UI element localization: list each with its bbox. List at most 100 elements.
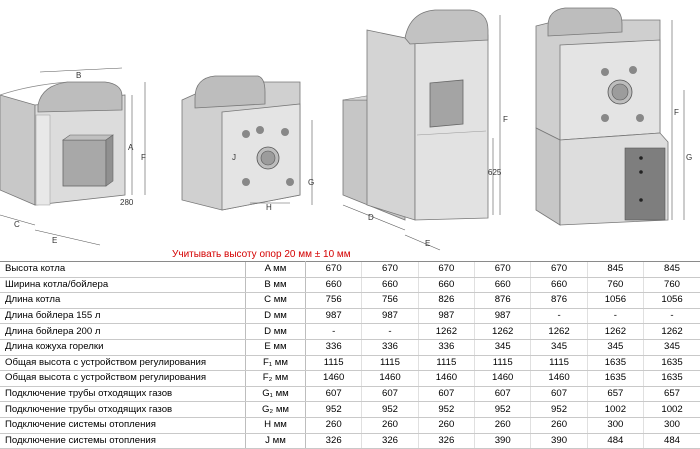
value-cell: 760 <box>643 277 700 294</box>
value-cell: - <box>530 308 588 325</box>
row-label: Ширина котла/бойлера <box>0 277 246 294</box>
dim-label-f4: F <box>674 108 679 117</box>
value-cell: 1115 <box>361 355 419 372</box>
value-cell: 1460 <box>361 370 419 387</box>
value-cell: 1056 <box>586 292 644 309</box>
value-cell: 660 <box>474 277 531 294</box>
table-row: Общая высота с устройством регулирования… <box>0 355 700 372</box>
value-cell: 1635 <box>643 370 700 387</box>
value-cell: 657 <box>586 386 644 403</box>
value-cell: 336 <box>417 339 475 356</box>
value-cell: 670 <box>417 261 475 278</box>
boiler-drawing-1: B A F 280 C E <box>0 67 146 246</box>
value-cell: 952 <box>530 401 588 418</box>
value-cell: 952 <box>474 401 531 418</box>
value-cell: 1635 <box>586 370 644 387</box>
value-cell: 845 <box>586 261 644 278</box>
value-cell: 826 <box>417 292 475 309</box>
value-cell: 607 <box>304 386 362 403</box>
row-unit: H мм <box>245 417 306 434</box>
row-unit: C мм <box>245 292 306 309</box>
value-cell: 1115 <box>417 355 475 372</box>
value-cell: 260 <box>304 417 362 434</box>
dim-label-d3: D <box>368 213 374 222</box>
value-cell: 756 <box>361 292 419 309</box>
value-cell: 390 <box>530 433 588 449</box>
row-label: Длина котла <box>0 292 246 309</box>
support-height-note: Учитывать высоту опор 20 мм ± 10 мм <box>172 249 351 260</box>
row-label: Подключение системы отопления <box>0 417 246 434</box>
row-label: Подключение трубы отходящих газов <box>0 401 246 418</box>
value-cell: 670 <box>304 261 362 278</box>
value-cell: 952 <box>361 401 419 418</box>
dim-label-c1: C <box>14 220 20 229</box>
value-cell: 1262 <box>474 323 531 340</box>
row-label: Подключение трубы отходящих газов <box>0 386 246 403</box>
value-cell: 260 <box>361 417 419 434</box>
value-cell: 670 <box>474 261 531 278</box>
value-cell: 660 <box>361 277 419 294</box>
value-cell: 484 <box>643 433 700 449</box>
value-cell: 326 <box>304 433 362 449</box>
value-cell: 300 <box>586 417 644 434</box>
value-cell: 390 <box>474 433 531 449</box>
row-unit: B мм <box>245 277 306 294</box>
value-cell: 1262 <box>530 323 588 340</box>
value-cell: 484 <box>586 433 644 449</box>
table-row: Общая высота с устройством регулирования… <box>0 370 700 387</box>
value-cell: 607 <box>417 386 475 403</box>
value-cell: 1262 <box>643 323 700 340</box>
row-unit: G₁ мм <box>245 386 306 403</box>
value-cell: 1056 <box>643 292 700 309</box>
dim-label-f1: F <box>141 153 146 162</box>
value-cell: 1460 <box>474 370 531 387</box>
dim-label-280: 280 <box>120 198 134 207</box>
value-cell: 660 <box>530 277 588 294</box>
dim-label-g4: G <box>686 153 692 162</box>
dim-label-f3: F <box>503 115 508 124</box>
value-cell: 670 <box>530 261 588 278</box>
value-cell: 660 <box>417 277 475 294</box>
value-cell: 607 <box>361 386 419 403</box>
row-unit: E мм <box>245 339 306 356</box>
dim-label-e3: E <box>425 239 430 248</box>
value-cell: 987 <box>304 308 362 325</box>
row-unit: A мм <box>245 261 306 278</box>
value-cell: 345 <box>586 339 644 356</box>
dim-label-h2: H <box>266 203 272 212</box>
row-label: Длина кожуха горелки <box>0 339 246 356</box>
value-cell: 345 <box>643 339 700 356</box>
row-unit: F₂ мм <box>245 370 306 387</box>
dim-label-g2: G <box>308 178 314 187</box>
row-unit: G₂ мм <box>245 401 306 418</box>
value-cell: 1002 <box>586 401 644 418</box>
value-cell: - <box>361 323 419 340</box>
value-cell: 345 <box>530 339 588 356</box>
value-cell: 1262 <box>586 323 644 340</box>
value-cell: 657 <box>643 386 700 403</box>
row-label: Подключение системы отопления <box>0 433 246 449</box>
value-cell: 260 <box>474 417 531 434</box>
value-cell: 987 <box>417 308 475 325</box>
value-cell: 607 <box>474 386 531 403</box>
dim-label-e1: E <box>52 236 57 245</box>
row-unit: J мм <box>245 433 306 449</box>
value-cell: 607 <box>530 386 588 403</box>
row-label: Длина бойлера 155 л <box>0 308 246 325</box>
dim-label-b1: B <box>76 71 81 80</box>
value-cell: 326 <box>417 433 475 449</box>
boiler-drawing-3: F 625 D E <box>342 9 508 251</box>
boiler-drawing-4: F G <box>535 7 692 226</box>
row-label: Общая высота с устройством регулирования <box>0 355 246 372</box>
value-cell: 952 <box>304 401 362 418</box>
